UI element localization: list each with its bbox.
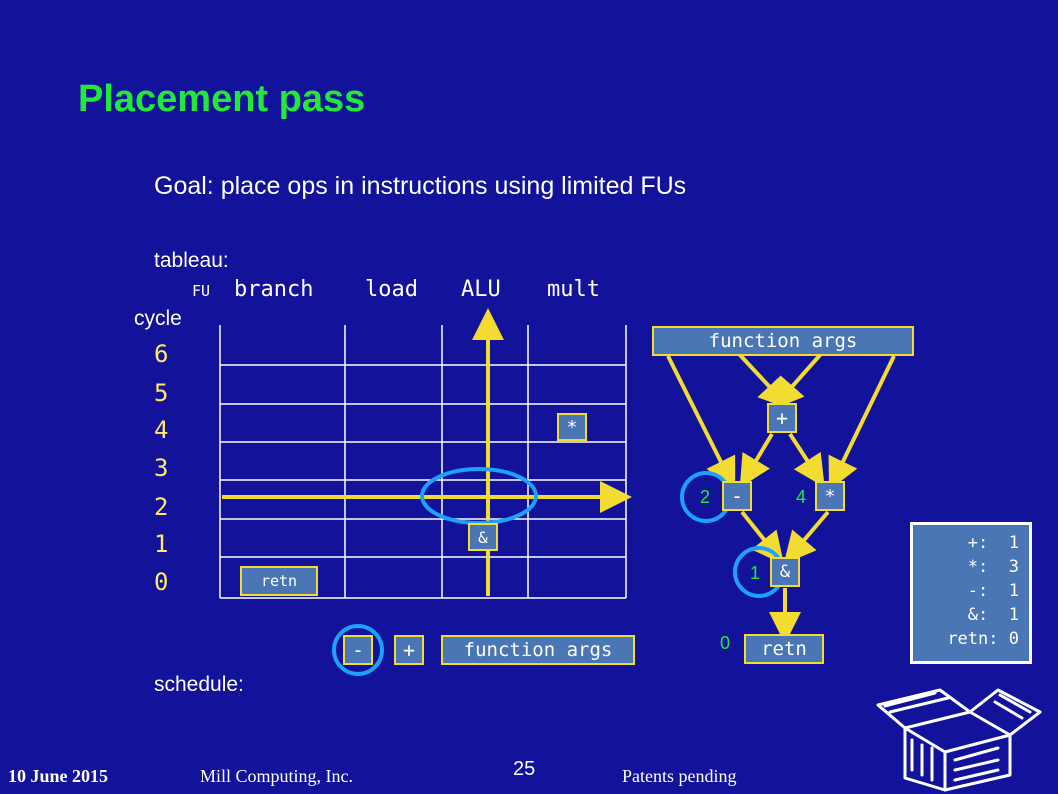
latency-minus: 2 (700, 487, 711, 507)
goal-text: Goal: place ops in instructions using li… (154, 172, 687, 200)
fu-header-mult: mult (547, 277, 600, 302)
cycle-6: 6 (154, 340, 169, 368)
fu-header-load: load (365, 277, 418, 302)
tableau-op-branch[interactable]: retn (240, 566, 318, 596)
tableau-op-alu[interactable]: & (468, 523, 498, 551)
use-count-box: +: 1 *: 3 -: 1 &: 1 retn: 0 (910, 522, 1032, 664)
graph-node-plus[interactable]: + (767, 403, 797, 433)
cycle-label: cycle (134, 307, 182, 330)
footer-date: 10 June 2015 (8, 766, 109, 786)
count-row: -: 1 (967, 581, 1019, 601)
tableau-grid (219, 325, 627, 599)
box-logo-icon (876, 688, 1042, 792)
schedule-label: schedule: (154, 673, 244, 696)
schedule-item-minus[interactable]: - (343, 635, 373, 665)
count-row: +: 1 (967, 533, 1019, 553)
tableau-op-mult[interactable]: * (557, 413, 587, 441)
fu-label: FU (192, 282, 211, 300)
footer-page-number: 25 (513, 758, 536, 780)
cycle-5: 5 (154, 379, 169, 407)
tableau-label: tableau: (154, 249, 229, 272)
graph-node-times[interactable]: * (815, 481, 845, 511)
footer-patents: Patents pending (622, 766, 737, 786)
highlight-circle-schedule-minus (332, 624, 384, 676)
graph-edges (666, 353, 896, 644)
latency-times: 4 (796, 487, 807, 507)
cycle-4: 4 (154, 416, 169, 444)
count-row: retn: 0 (947, 629, 1019, 649)
graph-node-retn[interactable]: retn (744, 634, 824, 664)
graph-node-function-args[interactable]: function args (652, 326, 914, 356)
cycle-1: 1 (154, 530, 169, 558)
slide-title: Placement pass (78, 78, 366, 120)
cycle-3: 3 (154, 454, 169, 482)
fu-header-branch: branch (234, 277, 314, 302)
footer-company: Mill Computing, Inc. (200, 766, 353, 786)
latency-and: 1 (750, 563, 761, 583)
count-row: *: 3 (967, 557, 1019, 577)
graph-node-and[interactable]: & (770, 557, 800, 587)
latency-retn: 0 (720, 633, 731, 653)
fu-header-alu: ALU (461, 277, 501, 302)
graph-node-minus[interactable]: - (722, 481, 752, 511)
schedule-item-function-args[interactable]: function args (441, 635, 635, 665)
cycle-2: 2 (154, 493, 169, 521)
count-row: &: 1 (967, 605, 1019, 625)
schedule-item-plus[interactable]: + (394, 635, 424, 665)
cycle-0: 0 (154, 568, 169, 596)
